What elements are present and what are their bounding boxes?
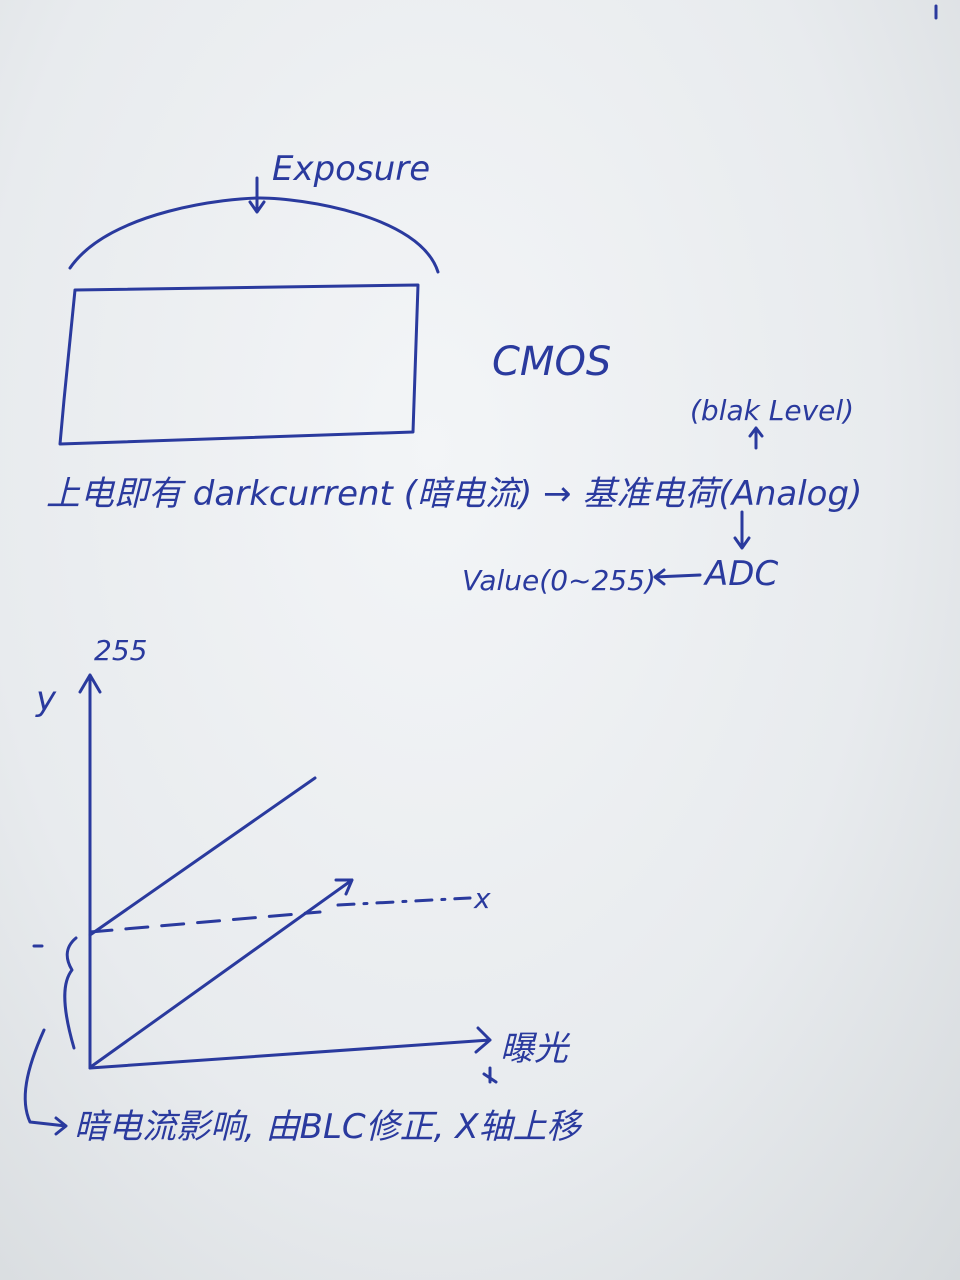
y-axis: [78, 673, 102, 1070]
exposure-brace: [68, 196, 440, 274]
lower-response-line: [90, 878, 354, 1068]
x-marker-label: x: [473, 882, 491, 915]
flow-line-1: 上电即有 darkcurrent (暗电流) → 基准电荷(Analog): [46, 474, 862, 514]
shifted-x-axis-dashed: [88, 910, 322, 934]
dark-current-offset-brace: [63, 936, 78, 1050]
x-axis-tick-marker: [482, 1066, 498, 1084]
cmos-label: CMOS: [492, 339, 611, 385]
shifted-x-axis-dashdot: [336, 896, 472, 907]
exposure-arrow: [248, 176, 266, 214]
value-label: Value(0~255): [462, 564, 656, 597]
analog-to-adc-arrow: [733, 510, 751, 550]
black-level-label: (blak Level): [690, 394, 854, 427]
exposure-label: Exposure: [272, 149, 430, 189]
upper-response-line: [88, 776, 317, 937]
x-axis: [88, 1026, 492, 1070]
y-max-label: 255: [94, 634, 147, 667]
black-level-arrow: [748, 426, 764, 450]
adc-to-value-arrow: [653, 568, 702, 586]
y-axis-label: y: [35, 679, 57, 719]
cmos-sensor-rect: [58, 283, 420, 446]
x-axis-label: 曝光: [500, 1029, 571, 1069]
caption-pointer-arrow: [23, 1028, 68, 1136]
graph-caption: 暗电流影响, 由BLC修正, X轴上移: [74, 1107, 584, 1147]
adc-label: ADC: [703, 554, 778, 594]
